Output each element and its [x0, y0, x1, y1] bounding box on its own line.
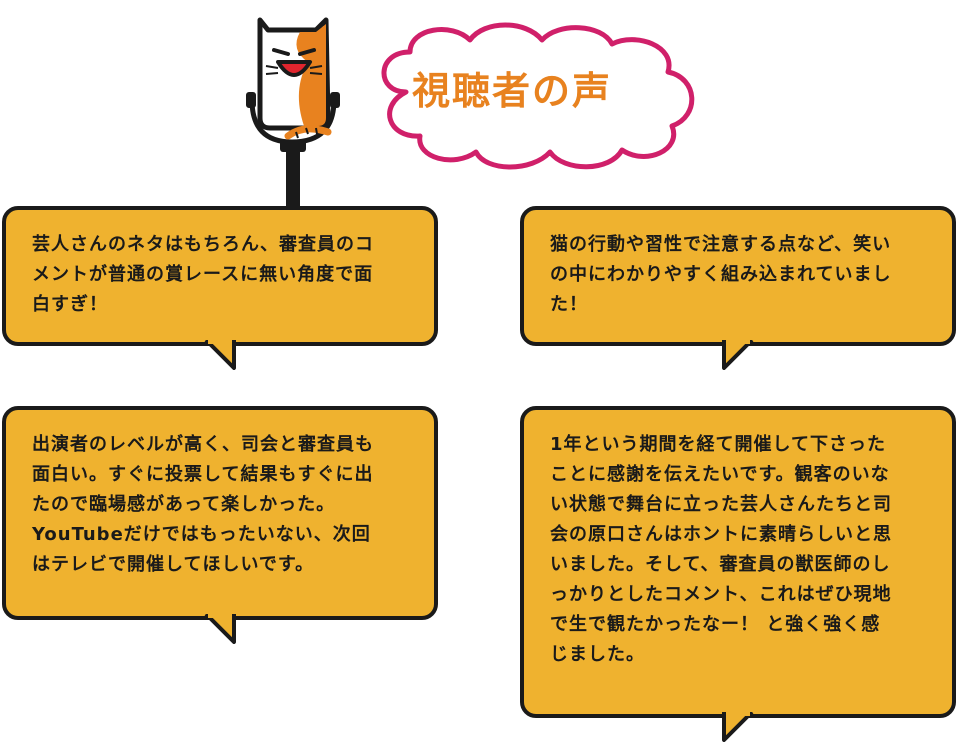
comment-line: っかりとしたコメント、これはぜひ現地 [550, 584, 892, 605]
microphone-stand-pole [286, 146, 300, 208]
comment-line: YouTubeだけではもったいない、次回 [32, 524, 371, 545]
comment-line: の中にわかりやすく組み込まれていまし [550, 264, 892, 285]
comment-line: 猫の行動や習性で注意する点など、笑い [550, 234, 892, 255]
comment-line: 会の原口さんはホントに素晴らしいと思 [550, 524, 892, 545]
comment-line: たので臨場感があって楽しかった。 [32, 494, 336, 515]
comment-line: 出演者のレベルが高く、司会と審査員も [32, 434, 374, 455]
comment-line: じました。 [550, 644, 645, 665]
cat-orange-patch [296, 24, 326, 126]
comment-line: 面白い。すぐに投票して結果もすぐに出 [32, 464, 374, 485]
cat-microphone-mascot-icon [246, 17, 340, 208]
comment-line: 白すぎ！ [32, 294, 108, 315]
comment-bubble-3: 出演者のレベルが高く、司会と審査員も 面白い。すぐに投票して結果もすぐに出 たの… [2, 406, 438, 620]
comment-line: いました。そして、審査員の獣医師のし [550, 554, 891, 575]
bubble-tail [722, 712, 754, 742]
title-cloud-shape [381, 22, 695, 170]
comment-line: 1年という期間を経て開催して下さった [550, 434, 886, 455]
cat-mouth [276, 60, 312, 77]
bubble-tail [204, 614, 236, 644]
comment-line: ことに感謝を伝えたいです。観客のいな [550, 464, 890, 485]
comment-line: 芸人さんのネタはもちろん、審査員のコ [32, 234, 374, 255]
comment-line: た！ [550, 294, 588, 315]
page-title: 視聴者の声 [412, 69, 613, 113]
bubble-tail [722, 340, 754, 370]
comment-line: メントが普通の賞レースに無い角度で面 [32, 264, 374, 285]
comment-line: い状態で舞台に立った芸人さんたちと司 [550, 494, 892, 515]
comment-bubble-4: 1年という期間を経て開催して下さった ことに感謝を伝えたいです。観客のいな い状… [520, 406, 956, 718]
comment-bubble-1: 芸人さんのネタはもちろん、審査員のコ メントが普通の賞レースに無い角度で面 白す… [2, 206, 438, 346]
comment-line: はテレビで開催してほしいです。 [32, 554, 315, 575]
comment-bubble-2: 猫の行動や習性で注意する点など、笑い の中にわかりやすく組み込まれていまし た！ [520, 206, 956, 346]
bubble-tail [204, 340, 236, 370]
comment-line: で生で観たかったなー！ と強く強く感 [550, 614, 881, 635]
